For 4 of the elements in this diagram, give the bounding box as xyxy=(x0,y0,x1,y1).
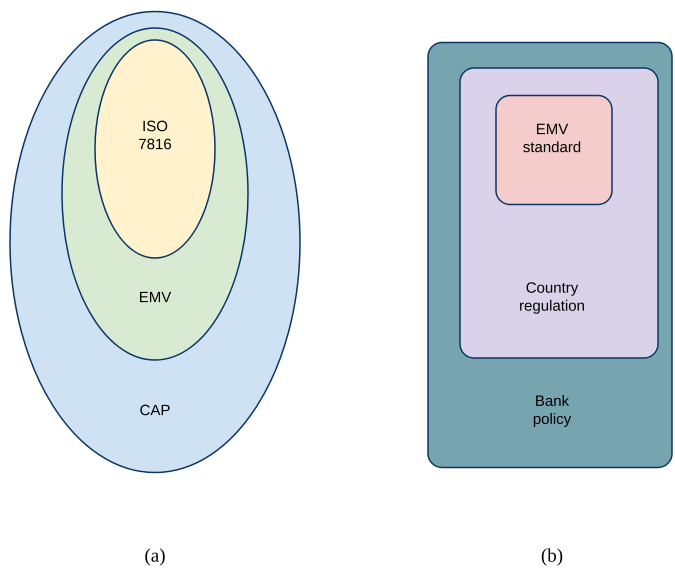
panel-caption: (a) xyxy=(145,548,165,566)
panel-caption: (b) xyxy=(542,548,562,566)
ellipse-region: ISO 7816 xyxy=(94,39,216,259)
rounded-box: EMV standard xyxy=(495,94,613,206)
